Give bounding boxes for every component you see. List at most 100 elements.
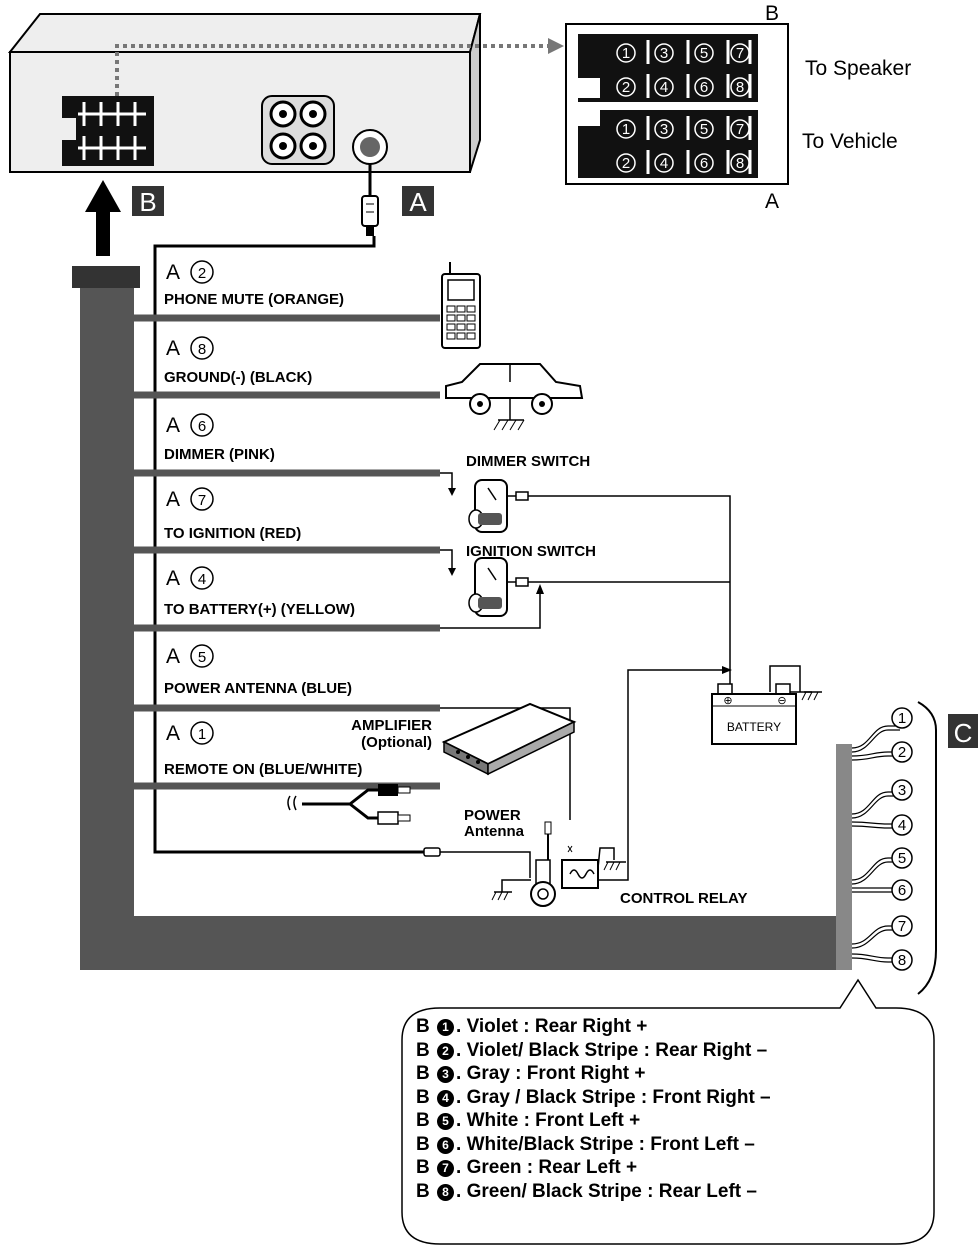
wire-label-a4: A 4 TO BATTERY(+) (YELLOW) bbox=[164, 566, 355, 618]
speaker-pins: 1 2 3 4 5 6 7 8 bbox=[891, 707, 913, 971]
to-vehicle-label: To Vehicle bbox=[802, 130, 898, 153]
wire-label-a7: A 7 TO IGNITION (RED) bbox=[164, 487, 301, 542]
amplifier-icon: AMPLIFIER (Optional) bbox=[351, 702, 577, 776]
svg-text:7: 7 bbox=[198, 492, 206, 509]
legend-item: B 3. Gray : Front Right + bbox=[416, 1063, 646, 1084]
svg-text:A: A bbox=[166, 645, 180, 668]
svg-text:6: 6 bbox=[700, 79, 708, 96]
svg-text:A: A bbox=[166, 261, 180, 284]
svg-text:2: 2 bbox=[898, 744, 906, 761]
svg-text:1: 1 bbox=[898, 710, 906, 727]
legend-item: B 1. Violet : Rear Right + bbox=[416, 1016, 648, 1037]
tag-c: C bbox=[948, 714, 978, 748]
svg-text:6: 6 bbox=[898, 882, 906, 899]
head-unit bbox=[7, 13, 482, 173]
tag-b: B bbox=[132, 186, 164, 217]
power-antenna-icon: POWER Antenna bbox=[423, 807, 556, 907]
antenna-lead bbox=[153, 236, 440, 854]
battery-label: BATTERY bbox=[727, 720, 781, 734]
antenna-socket bbox=[352, 129, 388, 165]
legend-item: B 6. White/Black Stripe : Front Left – bbox=[416, 1133, 755, 1155]
svg-text:6: 6 bbox=[700, 155, 708, 172]
speaker-harness bbox=[72, 266, 852, 970]
svg-text:5: 5 bbox=[700, 45, 708, 62]
svg-text:4: 4 bbox=[660, 79, 668, 96]
wire-label-a2: A 2 PHONE MUTE (ORANGE) bbox=[164, 260, 344, 308]
phone-icon bbox=[441, 262, 481, 349]
svg-text:2: 2 bbox=[622, 155, 630, 172]
legend-item: B 8. Green/ Black Stripe : Rear Left – bbox=[416, 1180, 757, 1202]
rca-leads-icon bbox=[287, 784, 411, 825]
wire-label-a5: A 5 POWER ANTENNA (BLUE) bbox=[164, 644, 352, 697]
dimmer-switch-label: DIMMER SWITCH bbox=[466, 453, 590, 470]
up-arrow-icon bbox=[85, 180, 121, 256]
ignition-switch-label: IGNITION SWITCH bbox=[466, 543, 596, 560]
svg-text:1: 1 bbox=[622, 45, 630, 62]
svg-text:⊖: ⊖ bbox=[777, 695, 786, 707]
legend-item: B 4. Gray / Black Stripe : Front Right – bbox=[416, 1086, 771, 1108]
connector-label-b: B bbox=[765, 2, 779, 25]
wire-labels: A 2 PHONE MUTE (ORANGE) A 8 GROUND(-) (B… bbox=[164, 260, 362, 778]
dimmer-switch-icon: DIMMER SWITCH bbox=[440, 453, 590, 533]
iso-connector: 1 3 5 7 2 4 6 8 1 3 5 7 2 4 6 8 B A To S… bbox=[565, 2, 911, 213]
amplifier-label: AMPLIFIER bbox=[351, 717, 432, 734]
svg-text:4: 4 bbox=[898, 817, 906, 834]
color-legend: B 1. Violet : Rear Right + B 2. Violet/ … bbox=[416, 1015, 771, 1203]
legend-item: B 7. Green : Rear Left + bbox=[416, 1157, 638, 1178]
control-relay-label: CONTROL RELAY bbox=[620, 890, 748, 907]
tag-a: A bbox=[402, 186, 434, 217]
svg-text:8: 8 bbox=[198, 341, 206, 358]
amplifier-optional-label: (Optional) bbox=[361, 734, 432, 751]
svg-text:5: 5 bbox=[898, 850, 906, 867]
svg-text:GROUND(-) (BLACK): GROUND(-) (BLACK) bbox=[164, 369, 312, 386]
speaker-leads bbox=[851, 725, 900, 963]
svg-text:5: 5 bbox=[198, 649, 206, 666]
svg-text:A: A bbox=[166, 722, 180, 745]
svg-text:TO BATTERY(+) (YELLOW): TO BATTERY(+) (YELLOW) bbox=[164, 601, 355, 618]
svg-text:A: A bbox=[409, 187, 427, 217]
svg-text:4: 4 bbox=[198, 571, 206, 588]
wire-label-a6: A 6 DIMMER (PINK) bbox=[164, 413, 275, 463]
svg-text:A: A bbox=[166, 488, 180, 511]
legend-item: B 2. Violet/ Black Stripe : Rear Right – bbox=[416, 1039, 768, 1061]
svg-text:1: 1 bbox=[622, 121, 630, 138]
svg-text:8: 8 bbox=[736, 79, 744, 96]
svg-text:7: 7 bbox=[898, 918, 906, 935]
svg-text:A: A bbox=[166, 337, 180, 360]
to-speaker-label: To Speaker bbox=[805, 57, 911, 80]
svg-text:TO IGNITION (RED): TO IGNITION (RED) bbox=[164, 525, 301, 542]
antenna-plug bbox=[361, 164, 379, 236]
svg-text:C: C bbox=[954, 718, 973, 748]
antenna-label: Antenna bbox=[464, 823, 525, 840]
control-relay-icon: CONTROL RELAY bbox=[561, 824, 748, 907]
wire-label-a1: A 1 REMOTE ON (BLUE/WHITE) bbox=[164, 721, 362, 778]
harness-socket bbox=[62, 96, 154, 166]
svg-text:3: 3 bbox=[660, 45, 668, 62]
svg-text:DIMMER (PINK): DIMMER (PINK) bbox=[164, 446, 275, 463]
svg-text:A: A bbox=[166, 567, 180, 590]
svg-text:6: 6 bbox=[198, 418, 206, 435]
legend-callout bbox=[401, 978, 935, 1245]
car-ground-icon bbox=[445, 363, 584, 431]
connector-label-a: A bbox=[765, 190, 779, 213]
wire-lines bbox=[134, 314, 440, 790]
svg-text:2: 2 bbox=[198, 265, 206, 282]
svg-text:3: 3 bbox=[898, 782, 906, 799]
wire-label-a8: A 8 GROUND(-) (BLACK) bbox=[164, 336, 312, 386]
ignition-switch-icon: IGNITION SWITCH bbox=[440, 543, 596, 617]
svg-text:REMOTE ON (BLUE/WHITE): REMOTE ON (BLUE/WHITE) bbox=[164, 761, 362, 778]
svg-text:8: 8 bbox=[898, 952, 906, 969]
svg-text:7: 7 bbox=[736, 121, 744, 138]
svg-text:4: 4 bbox=[660, 155, 668, 172]
svg-text:7: 7 bbox=[736, 45, 744, 62]
speaker-bracket bbox=[917, 701, 937, 995]
svg-text:2: 2 bbox=[622, 79, 630, 96]
svg-text:⊕: ⊕ bbox=[723, 695, 732, 707]
svg-text:POWER ANTENNA (BLUE): POWER ANTENNA (BLUE) bbox=[164, 680, 352, 697]
svg-text:1: 1 bbox=[198, 726, 206, 743]
svg-text:A: A bbox=[166, 414, 180, 437]
svg-text:B: B bbox=[139, 187, 156, 217]
svg-text:PHONE MUTE (ORANGE): PHONE MUTE (ORANGE) bbox=[164, 291, 344, 308]
battery-icon: ⊕ ⊖ BATTERY bbox=[711, 683, 822, 745]
